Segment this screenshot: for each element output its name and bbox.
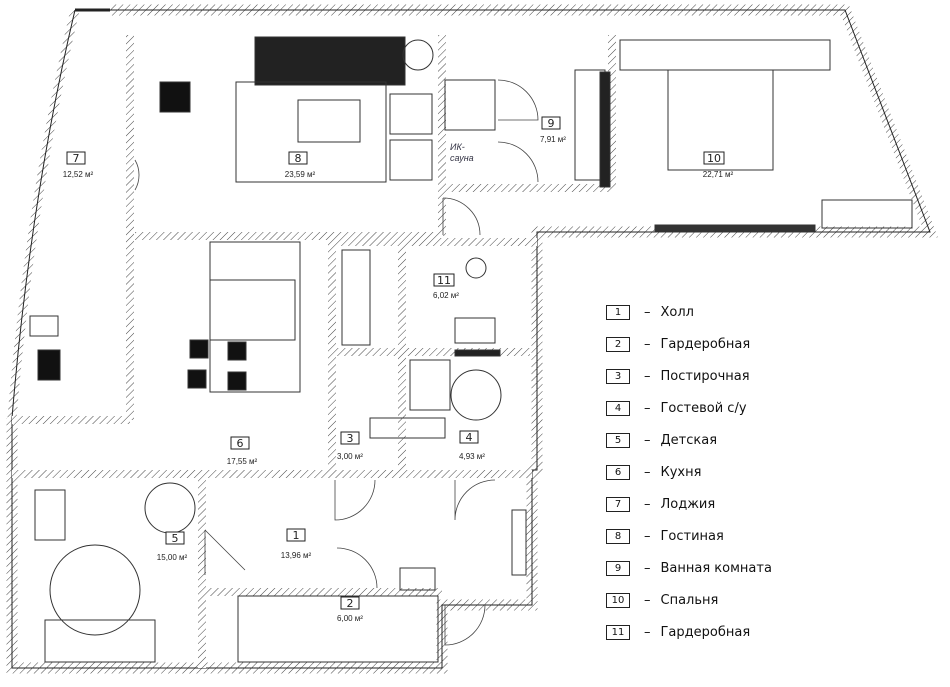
svg-text:15,00 м²: 15,00 м² bbox=[157, 553, 188, 562]
svg-text:8: 8 bbox=[295, 152, 302, 165]
legend-item: 8–Гостиная bbox=[606, 520, 772, 552]
legend-room-name: Детская bbox=[660, 432, 718, 448]
legend-dash: – bbox=[644, 400, 651, 416]
svg-text:6: 6 bbox=[237, 437, 244, 450]
legend-dash: – bbox=[644, 624, 651, 640]
room-label-3: 3 3,00 м² bbox=[337, 431, 363, 461]
legend-dash: – bbox=[644, 464, 651, 480]
legend-dash: – bbox=[644, 432, 651, 448]
svg-text:7,91 м²: 7,91 м² bbox=[540, 135, 566, 144]
svg-text:13,96 м²: 13,96 м² bbox=[281, 551, 312, 560]
outer-walls bbox=[6, 4, 938, 674]
interior-walls bbox=[12, 35, 616, 668]
svg-text:1: 1 bbox=[293, 529, 300, 542]
svg-text:4: 4 bbox=[466, 431, 473, 444]
legend-dash: – bbox=[644, 304, 651, 320]
svg-text:11: 11 bbox=[437, 274, 451, 287]
legend-item: 3–Постирочная bbox=[606, 360, 772, 392]
svg-text:4,93 м²: 4,93 м² bbox=[459, 452, 485, 461]
svg-text:6,02 м²: 6,02 м² bbox=[433, 291, 459, 300]
legend-item: 10–Спальня bbox=[606, 584, 772, 616]
legend-room-name: Постирочная bbox=[660, 368, 750, 384]
legend-number: 3 bbox=[606, 368, 630, 384]
legend-number: 7 bbox=[606, 496, 630, 512]
room-label-5: 5 15,00 м² bbox=[157, 531, 188, 562]
room-labels: 113,96 м² 26,00 м² 33,00 м² 44,93 м² 515… bbox=[63, 116, 734, 623]
legend-dash: – bbox=[644, 592, 651, 608]
legend-room-name: Ванная комната bbox=[660, 560, 772, 576]
svg-text:12,52 м²: 12,52 м² bbox=[63, 170, 94, 179]
legend-dash: – bbox=[644, 528, 651, 544]
svg-text:22,71 м²: 22,71 м² bbox=[703, 170, 734, 179]
svg-text:3,00 м²: 3,00 м² bbox=[337, 452, 363, 461]
legend-room-name: Гардеробная bbox=[660, 336, 751, 352]
legend-number: 10 bbox=[606, 592, 630, 608]
legend-dash: – bbox=[644, 368, 651, 384]
room-label-1: 1 13,96 м² bbox=[281, 528, 312, 560]
sauna-label: сауна bbox=[450, 153, 474, 163]
legend-item: 7–Лоджия bbox=[606, 488, 772, 520]
svg-text:7: 7 bbox=[73, 152, 80, 165]
legend-number: 2 bbox=[606, 336, 630, 352]
doors bbox=[134, 79, 539, 646]
svg-text:3: 3 bbox=[347, 432, 354, 445]
legend-item: 6–Кухня bbox=[606, 456, 772, 488]
legend-item: 11–Гардеробная bbox=[606, 616, 772, 648]
legend-dash: – bbox=[644, 560, 651, 576]
room-label-4: 4 4,93 м² bbox=[459, 430, 485, 461]
svg-text:17,55 м²: 17,55 м² bbox=[227, 457, 258, 466]
legend-item: 2–Гардеробная bbox=[606, 328, 772, 360]
room-label-11: 11 6,02 м² bbox=[433, 273, 459, 300]
legend-dash: – bbox=[644, 336, 651, 352]
legend-room-name: Гардеробная bbox=[660, 624, 751, 640]
svg-text:9: 9 bbox=[548, 117, 555, 130]
svg-text:2: 2 bbox=[347, 597, 354, 610]
legend-room-name: Гостевой с/у bbox=[660, 400, 747, 416]
room-label-9: 9 7,91 м² bbox=[540, 116, 566, 144]
svg-text:6,00 м²: 6,00 м² bbox=[337, 614, 363, 623]
legend-item: 9–Ванная комната bbox=[606, 552, 772, 584]
legend-room-name: Лоджия bbox=[660, 496, 716, 512]
legend-number: 4 bbox=[606, 400, 630, 416]
furniture bbox=[29, 36, 913, 663]
room-label-10: 10 22,71 м² bbox=[703, 151, 734, 179]
legend-number: 8 bbox=[606, 528, 630, 544]
legend-room-name: Гостиная bbox=[660, 528, 724, 544]
svg-text:10: 10 bbox=[707, 152, 721, 165]
legend-room-name: Кухня bbox=[660, 464, 702, 480]
room-label-7: 7 12,52 м² bbox=[63, 151, 94, 179]
legend-room-name: Спальня bbox=[660, 592, 719, 608]
legend-room-name: Холл bbox=[660, 304, 694, 320]
legend-number: 1 bbox=[606, 304, 630, 320]
legend-item: 4–Гостевой с/у bbox=[606, 392, 772, 424]
room-label-8: 8 23,59 м² bbox=[285, 151, 316, 179]
legend-number: 9 bbox=[606, 560, 630, 576]
room-label-2: 2 6,00 м² bbox=[337, 596, 363, 623]
room-label-6: 6 17,55 м² bbox=[227, 436, 258, 466]
svg-text:5: 5 bbox=[172, 532, 179, 545]
svg-text:23,59 м²: 23,59 м² bbox=[285, 170, 316, 179]
sauna-label: ИК- bbox=[450, 142, 465, 152]
legend-item: 1–Холл bbox=[606, 296, 772, 328]
legend-item: 5–Детская bbox=[606, 424, 772, 456]
legend-number: 5 bbox=[606, 432, 630, 448]
legend-number: 6 bbox=[606, 464, 630, 480]
legend-dash: – bbox=[644, 496, 651, 512]
legend-number: 11 bbox=[606, 624, 630, 640]
